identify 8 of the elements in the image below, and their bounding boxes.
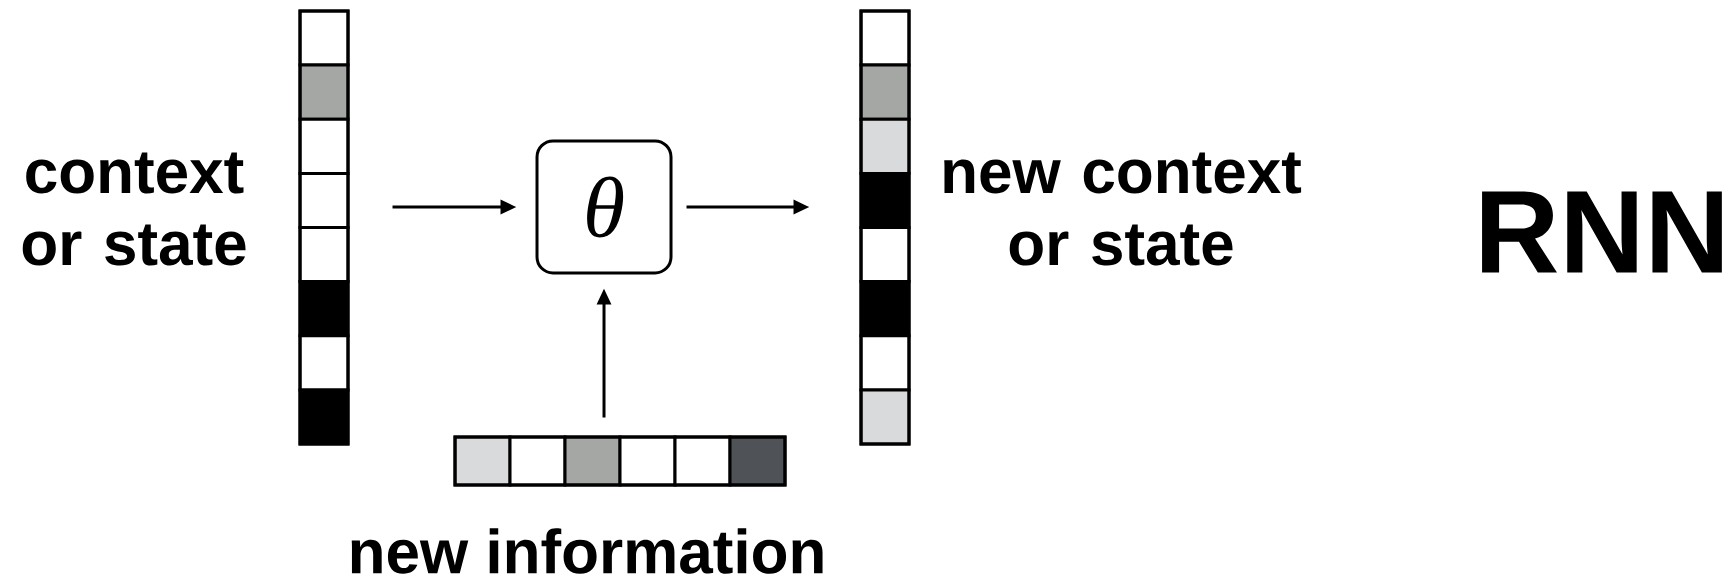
vector-bar xyxy=(859,9,911,446)
vector-label: new context or state xyxy=(944,152,1302,266)
theta-box: θ xyxy=(535,139,673,275)
vector-bar xyxy=(298,9,350,446)
vector-bar xyxy=(453,435,787,487)
vector-label: context or state xyxy=(22,152,246,266)
vector-label: new information xyxy=(351,528,823,574)
title-label: RNN xyxy=(1482,191,1722,273)
